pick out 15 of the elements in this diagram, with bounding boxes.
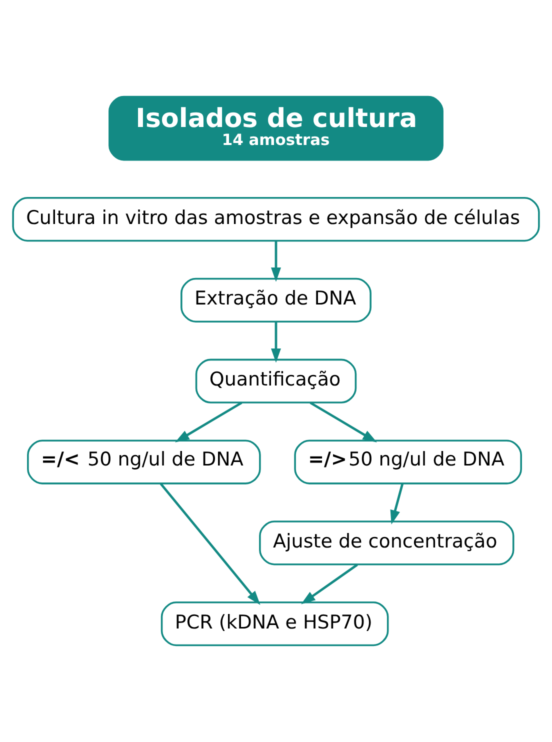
node-box: Quantificação: [195, 358, 357, 404]
arrow: [271, 241, 281, 282]
node-box: PCR (kDNA e HSP70): [160, 602, 389, 646]
arrow: [310, 402, 377, 442]
arrow: [271, 322, 281, 363]
arrow: [160, 482, 260, 605]
arrow: [175, 402, 242, 442]
node-box: =/< 50 ng/ul de DNA: [27, 440, 261, 484]
node-box: Cultura in vitro das amostras e expansão de células: [12, 197, 540, 242]
node-box: =/>50 ng/ul de DNA: [294, 440, 522, 484]
node-box: Isolados de cultura 14 amostras: [108, 96, 444, 161]
node-box: Extração de DNA: [180, 278, 372, 323]
arrow: [301, 564, 358, 604]
node-box: Ajuste de concentração: [259, 520, 514, 566]
arrow: [390, 484, 404, 524]
